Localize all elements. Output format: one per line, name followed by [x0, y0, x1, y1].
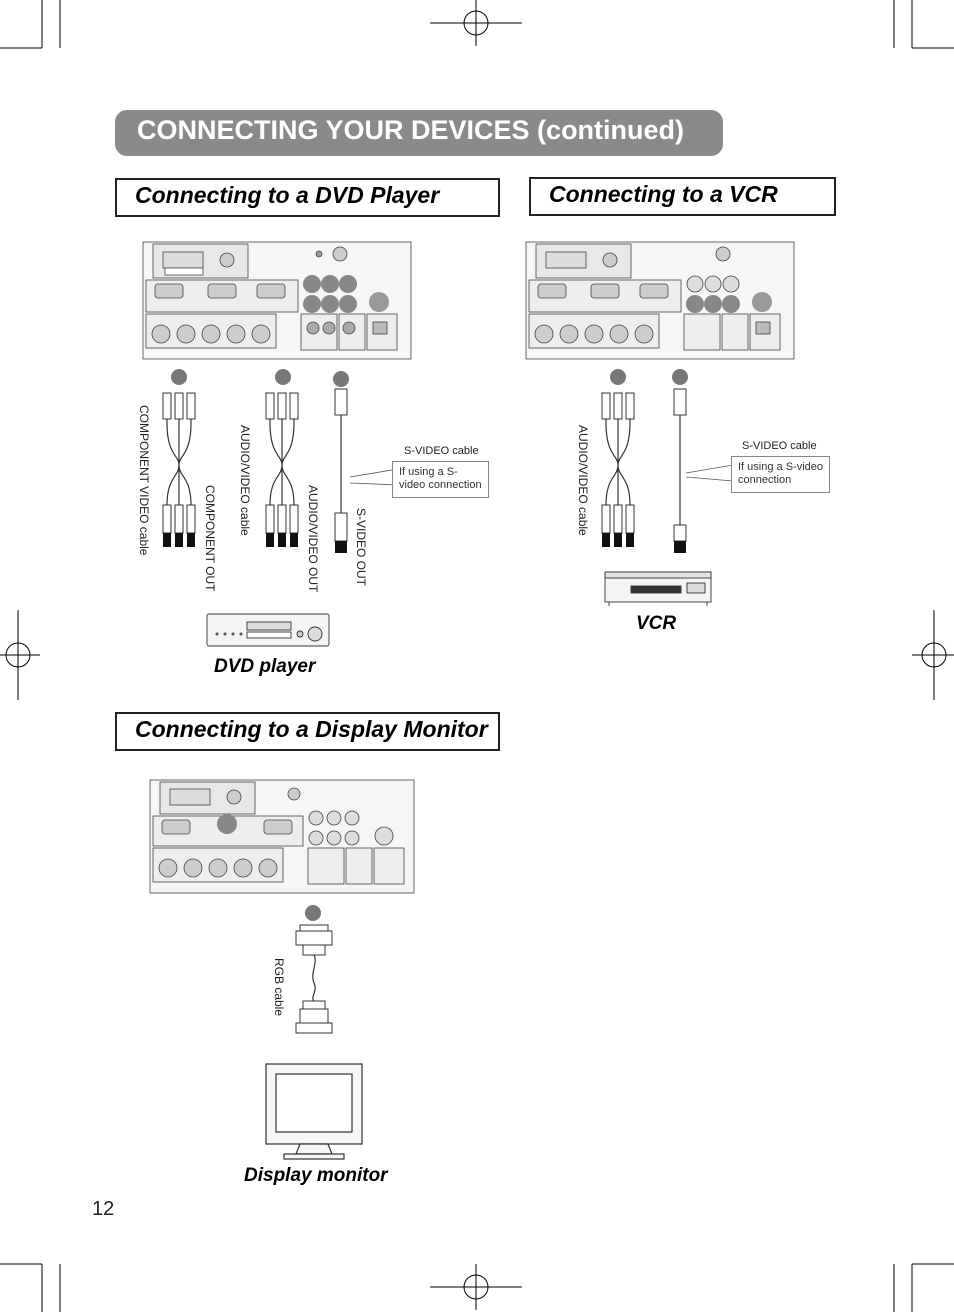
page-number: 12: [92, 1198, 115, 1220]
page-title-bar: CONNECTING YOUR DEVICES (continued): [115, 110, 723, 156]
projector-panel-monitor: [149, 779, 415, 894]
monitor-section-heading: Connecting to a Display Monitor: [115, 712, 500, 751]
dvd-player-image: [206, 613, 330, 647]
vcr-label: VCR: [636, 613, 677, 634]
projector-panel-vcr: [525, 241, 795, 360]
vcr-svideo-cable-label: S-VIDEO cable: [742, 440, 817, 452]
rgb-cable-label: RGB cable: [272, 958, 286, 1017]
vcr-svideo-note: If using a S-video connection: [731, 456, 830, 493]
vcr-section-heading: Connecting to a VCR: [529, 177, 836, 216]
dvd-section-heading: Connecting to a DVD Player: [115, 178, 500, 217]
vcr-av-cable-label: AUDIO/VIDEO cable: [576, 425, 590, 536]
display-monitor-image: [265, 1063, 363, 1160]
dvd-av-cable-label: AUDIO/VIDEO cable: [238, 425, 252, 536]
dvd-cables: [162, 369, 399, 553]
vcr-heading-text: Connecting to a VCR: [549, 181, 778, 207]
monitor-heading-text: Connecting to a Display Monitor: [135, 716, 488, 742]
component-out-label: COMPONENT OUT: [203, 485, 217, 592]
dvd-av-out-label: AUDIO/VIDEO OUT: [306, 485, 320, 593]
projector-panel-dvd: [142, 241, 412, 360]
dvd-svideo-note: If using a S-video connection: [392, 461, 489, 498]
svideo-out-label: S-VIDEO OUT: [354, 508, 368, 587]
vcr-image: [604, 571, 712, 606]
display-monitor-label: Display monitor: [244, 1165, 388, 1186]
component-cable-label: COMPONENT VIDEO cable: [137, 405, 151, 556]
dvd-svideo-cable-label: S-VIDEO cable: [404, 445, 479, 457]
dvd-heading-text: Connecting to a DVD Player: [135, 182, 440, 208]
rgb-cable: [295, 905, 333, 1034]
vcr-cables: [601, 369, 734, 553]
dvd-player-label: DVD player: [214, 656, 316, 677]
page-title: CONNECTING YOUR DEVICES (continued): [137, 115, 685, 145]
